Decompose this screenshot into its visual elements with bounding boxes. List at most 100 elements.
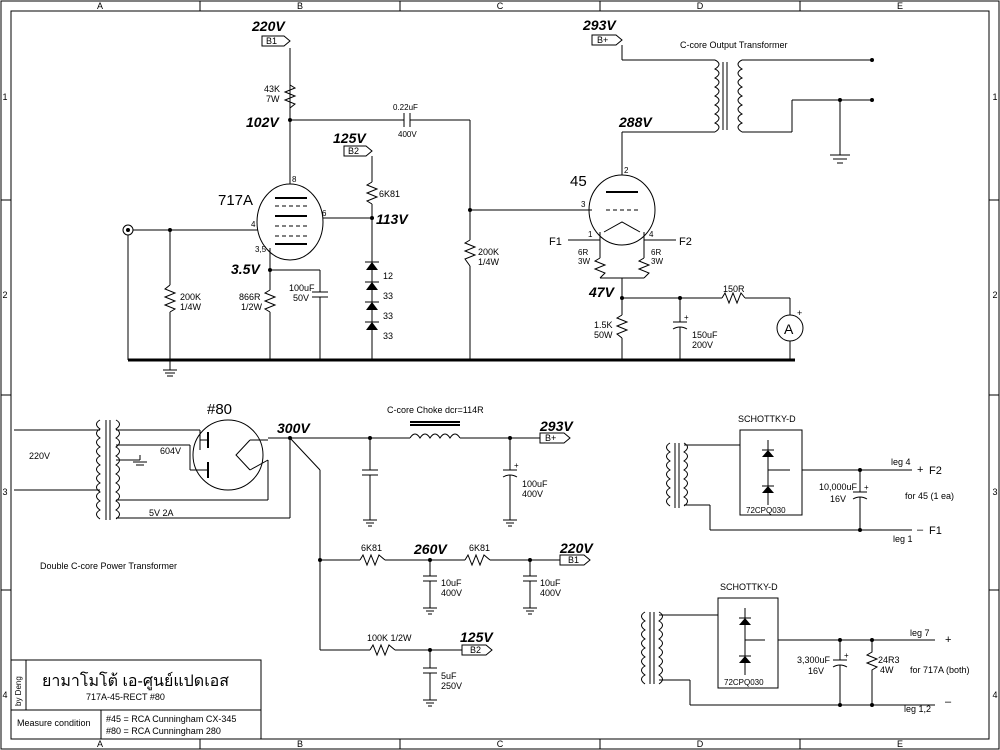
zener-value: 33: [383, 331, 393, 341]
filter-choke: [409, 421, 461, 439]
capacitor-value: 0.22uF: [393, 103, 418, 112]
node-voltage-220v: 220V: [251, 18, 286, 34]
dropping-resistor-c: [369, 643, 396, 657]
resistor-value: 866R: [239, 292, 261, 302]
row-label-left: 2: [2, 290, 7, 300]
node-voltage-220v-b: 220V: [559, 540, 594, 556]
resistor-rating: 3W: [651, 257, 663, 266]
filament-f1-terminal: F1: [929, 525, 942, 537]
dropping-resistor-a: [359, 553, 386, 567]
screen-resistor: [365, 181, 379, 205]
pin-number: 4: [649, 230, 654, 239]
bridge-part: 72CPQ030: [724, 678, 764, 687]
resistor-rating: 1/2W: [241, 302, 263, 312]
svg-text:A: A: [784, 321, 794, 337]
capacitor-value: 10,000uF: [819, 482, 858, 492]
col-label-bottom: C: [497, 739, 504, 749]
capacitor-rating: 250V: [441, 681, 462, 691]
col-label-top: C: [497, 1, 504, 11]
filament-f2-terminal: F2: [929, 465, 942, 477]
supply-note: for 717A (both): [910, 665, 970, 675]
zener-value: 33: [383, 291, 393, 301]
svg-text:+: +: [684, 313, 689, 322]
resistor-rating: 3W: [578, 257, 590, 266]
bridge-part: 72CPQ030: [746, 506, 786, 515]
svg-text:B2: B2: [348, 146, 359, 156]
node-voltage-125v: 125V: [333, 130, 367, 146]
tube-717a-label: 717A: [218, 192, 253, 209]
output-transformer-label: C-core Output Transformer: [680, 40, 788, 50]
hum-resistor-a: [593, 257, 607, 279]
leg-label: leg 7: [910, 628, 930, 638]
power-transformer-label: Double C-core Power Transformer: [40, 561, 177, 571]
schottky-bridge-717a: [717, 597, 779, 689]
capacitor-rating: 50V: [293, 293, 309, 303]
zener-string: [365, 261, 379, 330]
hum-resistor-b: [637, 257, 651, 279]
leg-label: leg 1,2: [904, 704, 931, 714]
svg-text:B2: B2: [470, 645, 481, 655]
resistor-value: 6R: [578, 248, 588, 257]
measure-condition-line: #80 = RCA Cunningham 280: [106, 726, 221, 736]
resistor-value: 43K: [264, 84, 280, 94]
capacitor-value: 3,300uF: [797, 655, 831, 665]
supply-note: for 45 (1 ea): [905, 491, 954, 501]
measure-condition-label: Measure condition: [17, 718, 91, 728]
capacitor-value: 100uF: [522, 479, 548, 489]
node-voltage-260v: 260V: [413, 541, 448, 557]
mains-voltage: 220V: [29, 451, 50, 461]
tube-45: [588, 174, 656, 246]
col-label-bottom: E: [897, 739, 903, 749]
capacitor-rating: 400V: [522, 489, 543, 499]
resistor-value: 6K81: [469, 543, 490, 553]
svg-text:B+: B+: [597, 35, 608, 45]
col-label-top: A: [97, 1, 103, 11]
node-voltage-47v: 47V: [588, 284, 616, 300]
svg-text:B+: B+: [545, 433, 556, 443]
col-label-top: E: [897, 1, 903, 11]
capacitor-value: 10uF: [540, 578, 561, 588]
node-voltage-293v: 293V: [582, 17, 617, 33]
title-block: [10, 659, 262, 740]
node-voltage-125v-b: 125V: [460, 629, 494, 645]
node-voltage-288v: 288V: [618, 114, 653, 130]
svg-text:+: +: [797, 308, 802, 318]
filament-f1: F1: [549, 236, 562, 248]
svg-text:B1: B1: [266, 36, 277, 46]
heater-winding-rating: 5V 2A: [149, 508, 174, 518]
supply-tag-bplus: [591, 34, 623, 46]
measure-condition-line: #45 = RCA Cunningham CX-345: [106, 714, 236, 724]
col-label-bottom: D: [697, 739, 704, 749]
resistor-rating: 1/4W: [180, 302, 202, 312]
pin-number: 1: [588, 230, 593, 239]
rectifier-tube-80: [192, 419, 269, 491]
node-voltage-300v: 300V: [277, 420, 311, 436]
zener-value: 12: [383, 271, 393, 281]
schottky-diode-icons: [739, 608, 765, 675]
ground-symbol: [523, 607, 537, 615]
bridge-title: SCHOTTKY-D: [720, 582, 778, 592]
svg-text:–: –: [945, 696, 952, 708]
capacitor-rating: 16V: [808, 666, 824, 676]
capacitor-rating: 400V: [398, 130, 417, 139]
node-voltage-293v-b: 293V: [539, 418, 574, 434]
resistor-value: 100K 1/2W: [367, 633, 412, 643]
row-label-right: 2: [992, 290, 997, 300]
cathode-bias-resistor: [615, 314, 629, 339]
input-grid-resistor: [163, 284, 177, 313]
svg-text:B1: B1: [568, 555, 579, 565]
supply-tag-b1: [261, 35, 291, 47]
schottky-diode-icons: [762, 440, 790, 505]
pin-number: 4: [251, 220, 256, 229]
ground-symbol: [503, 519, 517, 527]
supply-tag-b2: [343, 145, 373, 157]
col-label-bottom: A: [97, 739, 103, 749]
filament-f2: F2: [679, 236, 692, 248]
capacitor-rating: 16V: [830, 494, 846, 504]
row-label-right: 1: [992, 92, 997, 102]
heater-transformer-717a: [641, 611, 663, 685]
capacitor-value: 10uF: [441, 578, 462, 588]
tube-717a: [256, 183, 324, 261]
svg-text:+: +: [844, 651, 849, 660]
resistor-rating: 1/4W: [478, 257, 500, 267]
